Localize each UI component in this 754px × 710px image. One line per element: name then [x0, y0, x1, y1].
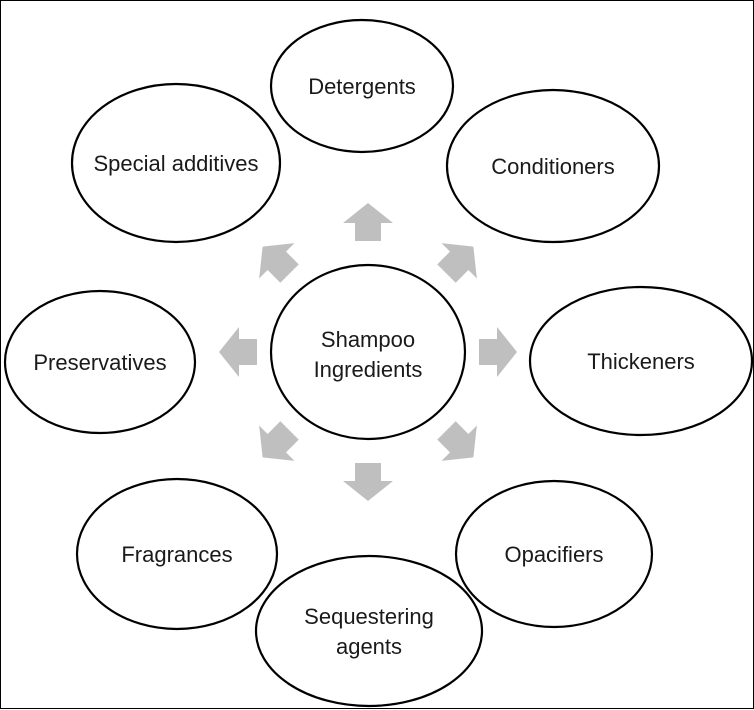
node-thickeners-label-line: Thickeners — [587, 349, 695, 374]
arrow-to-detergents — [343, 203, 393, 241]
node-sequestering-agents: Sequestering agents — [254, 554, 484, 708]
node-fragrances-ellipse — [75, 477, 279, 631]
node-thickeners-ellipse — [528, 285, 754, 437]
center-node-label-line: Shampoo — [321, 327, 415, 352]
arrow-to-conditioners — [437, 243, 477, 283]
node-conditioners-label-line: Conditioners — [491, 154, 615, 179]
node-sequestering-agents-ellipse — [254, 554, 484, 708]
arrow-to-sequestering-agents — [343, 463, 393, 501]
node-special-additives-label: Special additives — [93, 151, 258, 176]
arrow-to-preservatives — [219, 327, 257, 377]
node-conditioners-label: Conditioners — [491, 154, 615, 179]
node-sequestering-agents-label: Sequestering agents — [304, 604, 434, 659]
center-node-ellipse — [269, 263, 467, 441]
center-node-label-line: Ingredients — [314, 357, 423, 382]
node-preservatives-label: Preservatives — [33, 350, 166, 375]
node-thickeners: Thickeners — [528, 285, 754, 437]
arrows-layer — [219, 203, 517, 501]
node-preservatives-ellipse — [3, 289, 197, 435]
arrow-to-opacifiers — [437, 421, 477, 461]
node-detergents-label-line: Detergents — [308, 74, 416, 99]
node-special-additives-label-line: Special additives — [93, 151, 258, 176]
arrow-to-thickeners — [479, 327, 517, 377]
node-sequestering-agents-label-line: agents — [336, 634, 402, 659]
node-opacifiers-ellipse — [454, 479, 654, 629]
node-thickeners-label: Thickeners — [587, 349, 695, 374]
node-fragrances-label-line: Fragrances — [121, 542, 232, 567]
node-special-additives-ellipse — [70, 82, 282, 244]
node-detergents-label: Detergents — [308, 74, 416, 99]
node-conditioners-ellipse — [445, 88, 661, 244]
arrow-to-special-additives — [259, 243, 299, 283]
arrow-to-fragrances — [259, 421, 299, 461]
node-special-additives: Special additives — [70, 82, 282, 244]
node-opacifiers-label-line: Opacifiers — [504, 542, 603, 567]
node-sequestering-agents-label-line: Sequestering — [304, 604, 434, 629]
node-detergents-ellipse — [269, 18, 455, 154]
node-detergents: Detergents — [269, 18, 455, 154]
node-preservatives: Preservatives — [3, 289, 197, 435]
nodes-layer: DetergentsConditionersThickenersOpacifie… — [3, 18, 754, 708]
node-opacifiers: Opacifiers — [454, 479, 654, 629]
node-conditioners: Conditioners — [445, 88, 661, 244]
node-preservatives-label-line: Preservatives — [33, 350, 166, 375]
node-fragrances: Fragrances — [75, 477, 279, 631]
node-fragrances-label: Fragrances — [121, 542, 232, 567]
node-opacifiers-label: Opacifiers — [504, 542, 603, 567]
